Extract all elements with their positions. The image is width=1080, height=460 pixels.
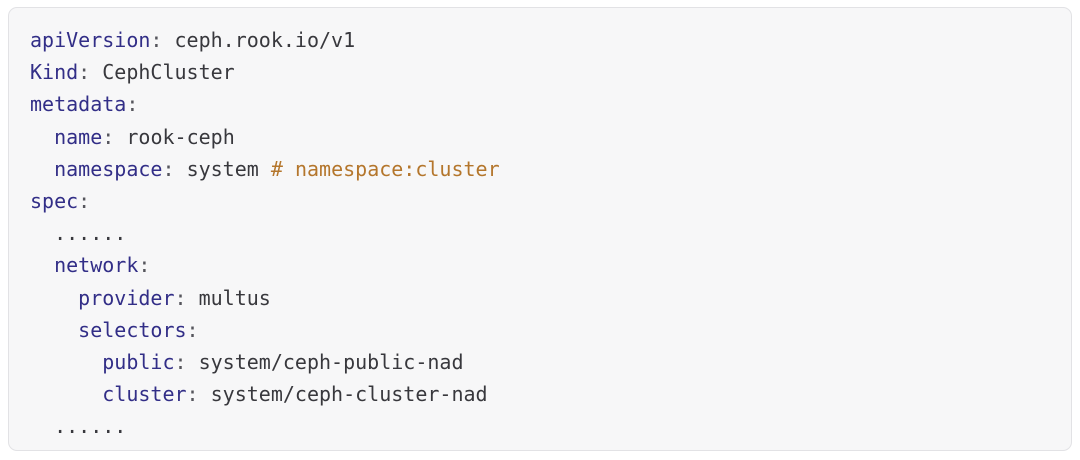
yaml-key: metadata: [30, 92, 127, 117]
yaml-value: system/ceph-public-nad: [198, 350, 464, 375]
yaml-key: selectors: [78, 317, 187, 342]
code-line: network:: [30, 249, 1050, 281]
yaml-key: network: [54, 253, 139, 278]
yaml-colon: :: [186, 317, 199, 342]
yaml-comment: # namespace:cluster: [270, 156, 500, 181]
yaml-colon: :: [138, 253, 151, 278]
yaml-key: Kind: [30, 60, 79, 85]
code-line: ......: [30, 217, 1050, 249]
yaml-colon: :: [78, 189, 91, 214]
yaml-colon: :: [126, 92, 139, 117]
yaml-value: system/ceph-cluster-nad: [210, 382, 488, 407]
code-line: spec:: [30, 185, 1050, 217]
yaml-colon: :: [78, 60, 91, 85]
yaml-colon: :: [102, 124, 115, 149]
yaml-value: ceph.rook.io/v1: [174, 28, 356, 52]
yaml-value: system: [186, 156, 259, 181]
yaml-key: provider: [78, 285, 175, 310]
yaml-ellipsis: ......: [54, 414, 127, 439]
yaml-colon: :: [150, 28, 163, 52]
code-line: metadata:: [30, 88, 1050, 120]
yaml-value: multus: [198, 285, 271, 310]
code-line: provider: multus: [30, 282, 1050, 314]
code-line: apiVersion: ceph.rook.io/v1: [30, 24, 1050, 56]
yaml-colon: :: [174, 350, 187, 375]
yaml-key: spec: [30, 189, 79, 214]
yaml-colon: :: [174, 285, 187, 310]
yaml-ellipsis: ......: [54, 221, 127, 246]
yaml-value: rook-ceph: [126, 124, 235, 149]
code-line: public: system/ceph-public-nad: [30, 346, 1050, 378]
yaml-key: namespace: [54, 156, 163, 181]
code-line: ......: [30, 410, 1050, 442]
yaml-key: cluster: [102, 382, 187, 407]
code-line: selectors:: [30, 314, 1050, 346]
code-line: name: rook-ceph: [30, 121, 1050, 153]
yaml-key: public: [102, 350, 175, 375]
yaml-key: apiVersion: [30, 28, 151, 52]
yaml-value: CephCluster: [102, 60, 235, 85]
yaml-key: name: [54, 124, 103, 149]
code-line: cluster: system/ceph-cluster-nad: [30, 378, 1050, 410]
yaml-colon: :: [162, 156, 175, 181]
code-line: namespace: system # namespace:cluster: [30, 153, 1050, 185]
code-line: Kind: CephCluster: [30, 56, 1050, 88]
yaml-colon: :: [186, 382, 199, 407]
